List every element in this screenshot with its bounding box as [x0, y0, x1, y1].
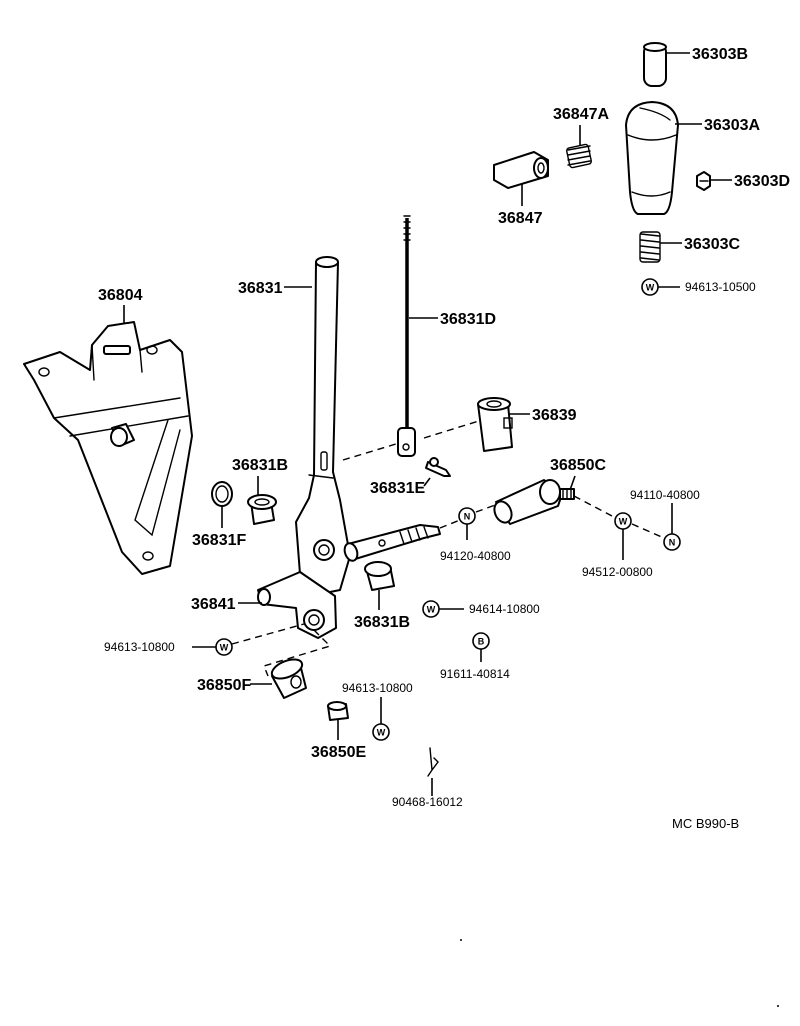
svg-text:W: W	[377, 728, 386, 738]
label-36850f: 36850F	[197, 677, 251, 694]
washer-94613-10500: W	[641, 278, 659, 296]
svg-text:N: N	[464, 512, 471, 522]
label-36841: 36841	[191, 596, 236, 613]
svg-text:W: W	[220, 643, 229, 653]
label-94613-10800-left: 94613-10800	[104, 640, 175, 654]
bushing-36850e	[327, 701, 349, 721]
label-36850c: 36850C	[550, 457, 606, 474]
bracket-bushing	[110, 423, 135, 447]
shift-lever-36831	[295, 256, 351, 597]
label-91611-40814: 91611-40814	[440, 667, 510, 681]
clip-90468-16012	[427, 747, 439, 777]
bushing-36850f	[270, 658, 307, 699]
label-94614-10800: 94614-10800	[469, 602, 540, 616]
label-94120-40800: 94120-40800	[440, 549, 511, 563]
nut-94120-40800: N	[458, 507, 476, 525]
ring-36831f	[211, 481, 233, 507]
label-36839: 36839	[532, 407, 577, 424]
label-36850e: 36850E	[311, 744, 366, 761]
label-90468-16012: 90468-16012	[392, 795, 463, 809]
svg-text:B: B	[478, 637, 485, 647]
washer-94614-10800: W	[422, 600, 440, 618]
label-94512-00800: 94512-00800	[582, 565, 653, 579]
svg-text:W: W	[619, 517, 628, 527]
washer-94613-10800-mid: W	[372, 723, 390, 741]
label-36831b-top: 36831B	[232, 457, 288, 474]
label-94110-40800: 94110-40800	[630, 488, 700, 502]
reference-code: MC B990-B	[672, 816, 739, 831]
label-36831d: 36831D	[440, 311, 496, 328]
label-94613-10800-mid: 94613-10800	[342, 681, 413, 695]
label-36831: 36831	[238, 280, 283, 297]
label-36847a: 36847A	[553, 106, 609, 123]
label-36303b: 36303B	[692, 46, 748, 63]
shift-knob-36303a	[625, 101, 679, 215]
bushing-36831b-bottom	[364, 561, 395, 591]
label-36847: 36847	[498, 210, 543, 227]
collar-36839	[477, 397, 513, 452]
bracket-36804	[23, 321, 193, 575]
screw-36303d	[696, 171, 711, 191]
washer-94512-00800: W	[614, 512, 632, 530]
label-36831f: 36831F	[192, 532, 246, 549]
spring-36303c	[639, 231, 661, 263]
knob-cap-36303b	[643, 42, 667, 87]
label-36804: 36804	[98, 287, 143, 304]
label-36303a: 36303A	[704, 117, 760, 134]
rod-end-36850c	[493, 479, 575, 525]
label-36303d: 36303D	[734, 173, 790, 190]
bolt-91611-40814: B	[472, 632, 490, 650]
spring-36847a	[566, 143, 592, 169]
label-36303c: 36303C	[684, 236, 740, 253]
nut-94110-40800: N	[663, 533, 681, 551]
lever-36847	[493, 151, 549, 189]
svg-text:W: W	[646, 283, 655, 293]
threaded-rod	[343, 524, 441, 562]
label-36831b-bottom: 36831B	[354, 614, 410, 631]
svg-text:N: N	[669, 538, 676, 548]
pin-36831e	[425, 457, 451, 477]
label-36831e: 36831E	[370, 480, 425, 497]
label-94613-10500: 94613-10500	[685, 280, 756, 294]
svg-text:W: W	[427, 605, 436, 615]
bushing-36831b-top	[247, 494, 277, 525]
rod-36831d	[397, 215, 416, 457]
washer-94613-10800-left: W	[215, 638, 233, 656]
